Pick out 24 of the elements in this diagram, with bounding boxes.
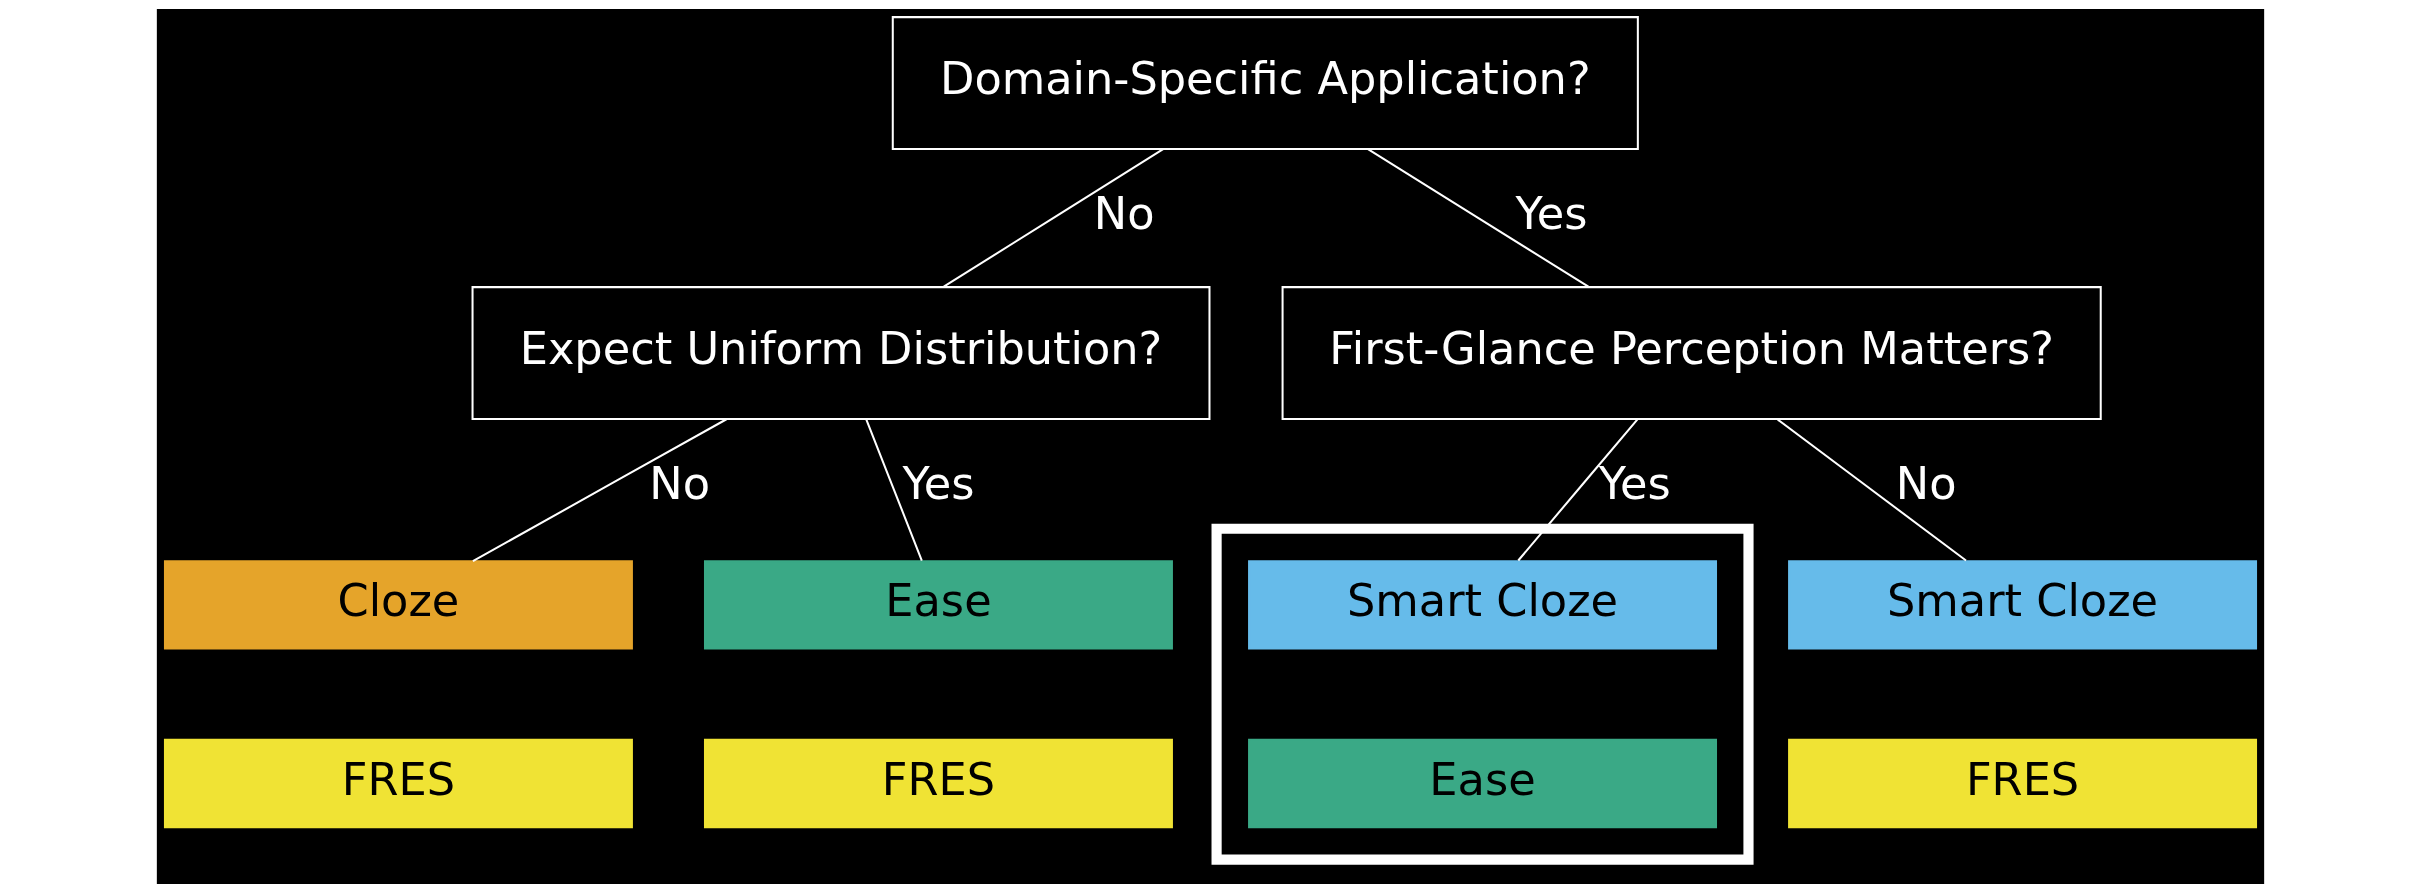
node-box: Smart Cloze (1787, 559, 2257, 649)
cluster (1211, 523, 1754, 865)
edge-label: Yes (901, 457, 975, 510)
node-box: Ease (1247, 738, 1717, 828)
connector (942, 147, 1164, 288)
connector (1366, 147, 1589, 288)
node-box: FRES (703, 738, 1173, 828)
connector (864, 418, 923, 561)
node-box: FRES (163, 738, 633, 828)
edge-label: No (1093, 187, 1155, 240)
node-box: Expect Uniform Distribution? (471, 285, 1210, 420)
connector (1517, 418, 1638, 561)
edge-label: No (648, 457, 710, 510)
connector (471, 417, 727, 562)
node-box: Domain-Specific Application? (891, 15, 1639, 150)
node-box: Ease (703, 559, 1173, 649)
node-box: First-Glance Perception Matters? (1281, 285, 2102, 420)
node-box: Cloze (163, 559, 633, 649)
edge-label: No (1895, 457, 1956, 510)
edge-label: Yes (1598, 457, 1671, 510)
node-box: Smart Cloze (1247, 559, 1717, 649)
edge-label: Yes (1515, 187, 1588, 240)
connector (1776, 418, 1967, 561)
node-box: FRES (1787, 738, 2257, 828)
